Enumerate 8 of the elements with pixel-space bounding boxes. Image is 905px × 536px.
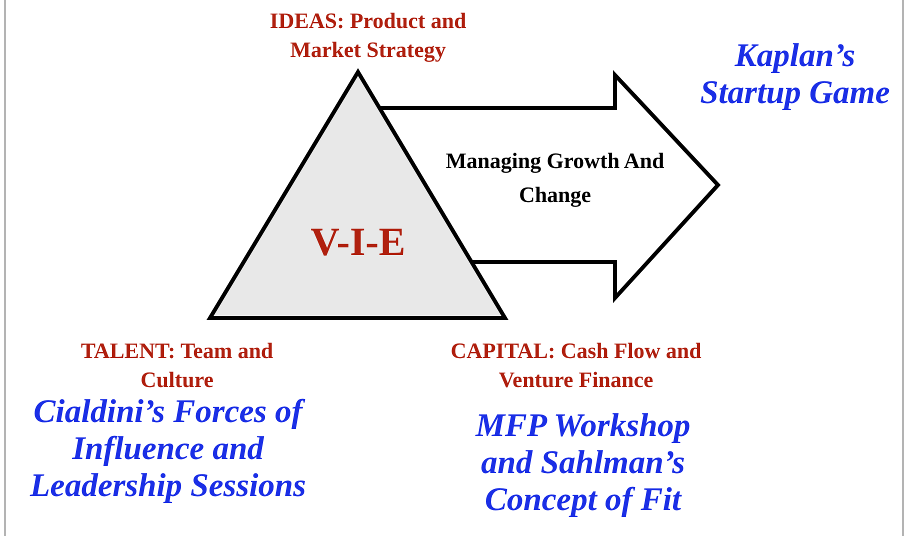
corner-label: CAPITAL: Cash Flow and Venture Finance: [450, 337, 702, 394]
center-label: V-I-E: [310, 218, 406, 266]
session-note: Kaplan’s Startup Game: [699, 38, 891, 112]
session-note: MFP Workshop and Sahlman’s Concept of Fit: [474, 408, 692, 519]
session-note: Cialdini’s Forces of Influence and Leadership Sessions: [28, 394, 307, 505]
corner-label: TALENT: Team and Culture: [80, 337, 274, 394]
corner-label: IDEAS: Product and Market Strategy: [268, 7, 468, 64]
arrow-label: Managing Growth And Change: [444, 147, 666, 209]
